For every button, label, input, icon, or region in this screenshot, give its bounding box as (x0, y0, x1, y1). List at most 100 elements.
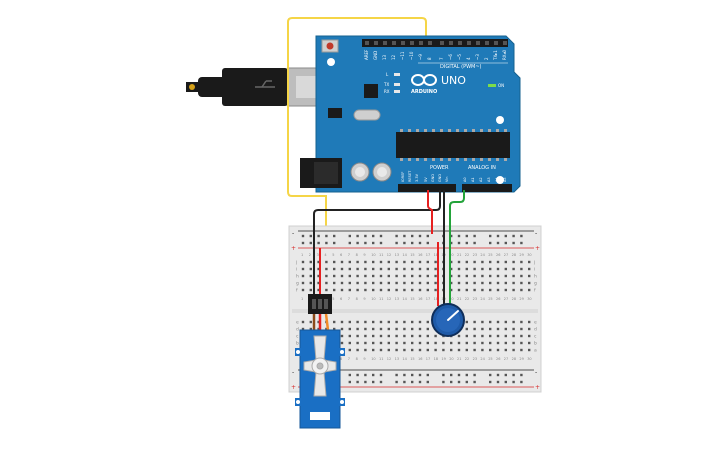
breadboard-hole[interactable] (520, 320, 523, 324)
rail-hole[interactable] (364, 241, 367, 245)
breadboard-hole[interactable] (418, 260, 422, 264)
breadboard-hole[interactable] (317, 320, 320, 324)
rail-hole[interactable] (333, 241, 336, 245)
rail-hole[interactable] (489, 234, 492, 238)
breadboard-hole[interactable] (489, 274, 492, 278)
breadboard-hole[interactable] (504, 288, 507, 292)
breadboard-hole[interactable] (481, 260, 484, 264)
breadboard-hole[interactable] (379, 267, 383, 271)
rail-hole[interactable] (364, 373, 367, 377)
breadboard-hole[interactable] (372, 341, 375, 345)
rail-hole[interactable] (473, 373, 476, 377)
breadboard-hole[interactable] (457, 341, 461, 345)
breadboard-hole[interactable] (520, 281, 523, 285)
breadboard-hole[interactable] (356, 348, 359, 352)
breadboard-hole[interactable] (418, 320, 422, 324)
breadboard-hole[interactable] (325, 288, 328, 292)
breadboard-hole[interactable] (520, 334, 523, 338)
rail-hole[interactable] (496, 241, 500, 245)
breadboard-hole[interactable] (496, 348, 500, 352)
rail-hole[interactable] (379, 241, 383, 245)
rail-hole[interactable] (489, 373, 492, 377)
breadboard-hole[interactable] (372, 334, 375, 338)
breadboard-hole[interactable] (434, 281, 437, 285)
breadboard-hole[interactable] (504, 260, 507, 264)
rail-hole[interactable] (496, 380, 500, 384)
breadboard-hole[interactable] (496, 281, 500, 285)
breadboard-hole[interactable] (465, 334, 468, 338)
breadboard-hole[interactable] (395, 341, 398, 345)
rail-hole[interactable] (520, 373, 523, 377)
breadboard-hole[interactable] (426, 320, 429, 324)
breadboard-hole[interactable] (418, 334, 422, 338)
breadboard-hole[interactable] (348, 281, 351, 285)
breadboard-hole[interactable] (489, 320, 492, 324)
breadboard-hole[interactable] (528, 267, 531, 271)
rail-hole[interactable] (317, 241, 320, 245)
analog-wire-pot[interactable] (449, 190, 465, 306)
breadboard-hole[interactable] (340, 341, 344, 345)
breadboard-hole[interactable] (309, 320, 312, 324)
breadboard-hole[interactable] (379, 288, 383, 292)
breadboard-hole[interactable] (434, 334, 437, 338)
breadboard-hole[interactable] (387, 320, 390, 324)
rail-hole[interactable] (356, 373, 359, 377)
rail-hole[interactable] (403, 373, 406, 377)
breadboard-hole[interactable] (387, 260, 390, 264)
rail-hole[interactable] (426, 241, 429, 245)
breadboard-hole[interactable] (364, 341, 367, 345)
breadboard-hole[interactable] (403, 267, 406, 271)
rail-hole[interactable] (411, 241, 414, 245)
breadboard-hole[interactable] (309, 288, 312, 292)
breadboard-hole[interactable] (301, 320, 305, 324)
breadboard-hole[interactable] (317, 274, 320, 278)
breadboard-hole[interactable] (473, 327, 476, 331)
breadboard-hole[interactable] (395, 348, 398, 352)
breadboard-hole[interactable] (348, 327, 351, 331)
rail-hole[interactable] (309, 234, 312, 238)
breadboard-hole[interactable] (348, 348, 351, 352)
breadboard-hole[interactable] (504, 327, 507, 331)
rail-hole[interactable] (465, 234, 468, 238)
breadboard-hole[interactable] (528, 327, 531, 331)
breadboard-hole[interactable] (489, 281, 492, 285)
breadboard-hole[interactable] (418, 267, 422, 271)
breadboard-hole[interactable] (387, 267, 390, 271)
breadboard-hole[interactable] (473, 348, 476, 352)
breadboard-hole[interactable] (333, 320, 336, 324)
rail-hole[interactable] (457, 380, 461, 384)
breadboard-hole[interactable] (411, 341, 414, 345)
breadboard-hole[interactable] (301, 267, 305, 271)
breadboard-hole[interactable] (387, 281, 390, 285)
rail-hole[interactable] (496, 234, 500, 238)
rail-hole[interactable] (395, 241, 398, 245)
rail-hole[interactable] (364, 234, 367, 238)
breadboard-hole[interactable] (465, 274, 468, 278)
breadboard-hole[interactable] (340, 267, 344, 271)
breadboard-hole[interactable] (364, 288, 367, 292)
breadboard-hole[interactable] (512, 327, 515, 331)
breadboard-hole[interactable] (473, 274, 476, 278)
breadboard-hole[interactable] (489, 334, 492, 338)
breadboard-hole[interactable] (434, 341, 437, 345)
breadboard-hole[interactable] (465, 281, 468, 285)
breadboard-hole[interactable] (512, 341, 515, 345)
breadboard-hole[interactable] (442, 341, 445, 345)
breadboard-hole[interactable] (356, 334, 359, 338)
breadboard-hole[interactable] (520, 260, 523, 264)
rail-hole[interactable] (465, 380, 468, 384)
breadboard-hole[interactable] (418, 274, 422, 278)
rail-hole[interactable] (512, 241, 515, 245)
rail-hole[interactable] (364, 380, 367, 384)
breadboard-hole[interactable] (520, 274, 523, 278)
breadboard-hole[interactable] (520, 341, 523, 345)
breadboard-hole[interactable] (379, 260, 383, 264)
breadboard-hole[interactable] (489, 288, 492, 292)
rail-hole[interactable] (457, 373, 461, 377)
breadboard-hole[interactable] (473, 288, 476, 292)
breadboard-hole[interactable] (473, 341, 476, 345)
rail-hole[interactable] (379, 234, 383, 238)
breadboard-hole[interactable] (473, 260, 476, 264)
breadboard-hole[interactable] (512, 267, 515, 271)
breadboard-hole[interactable] (387, 288, 390, 292)
